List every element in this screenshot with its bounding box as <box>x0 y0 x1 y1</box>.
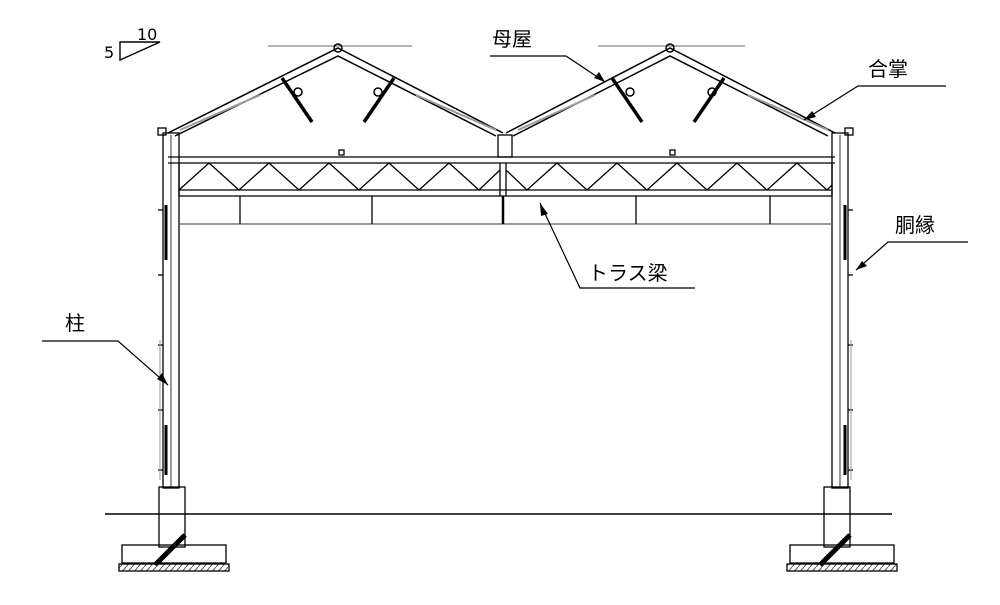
callout-rafter: 合掌 <box>803 57 946 121</box>
center-gutter-post <box>497 134 513 158</box>
label-purlin: 母屋 <box>492 27 532 51</box>
right-roof <box>505 43 836 137</box>
label-truss-beam: トラス梁 <box>588 261 668 285</box>
slope-run: 10 <box>137 25 157 44</box>
truss-beam <box>168 149 835 225</box>
slope-triangle <box>119 41 161 62</box>
slope-symbol: 10 5 <box>104 25 161 62</box>
label-girt: 胴縁 <box>895 213 935 237</box>
callout-truss-beam: トラス梁 <box>539 202 695 289</box>
left-column <box>157 127 180 489</box>
callout-column: 柱 <box>42 311 169 386</box>
callout-girt: 胴縁 <box>855 213 968 271</box>
callout-purlin: 母屋 <box>490 27 606 83</box>
label-column: 柱 <box>65 311 85 335</box>
left-roof <box>167 43 504 137</box>
left-foundation <box>118 486 230 572</box>
right-column <box>831 127 854 489</box>
slope-rise: 5 <box>104 43 114 62</box>
right-foundation <box>786 486 898 572</box>
label-rafter: 合掌 <box>868 57 908 81</box>
